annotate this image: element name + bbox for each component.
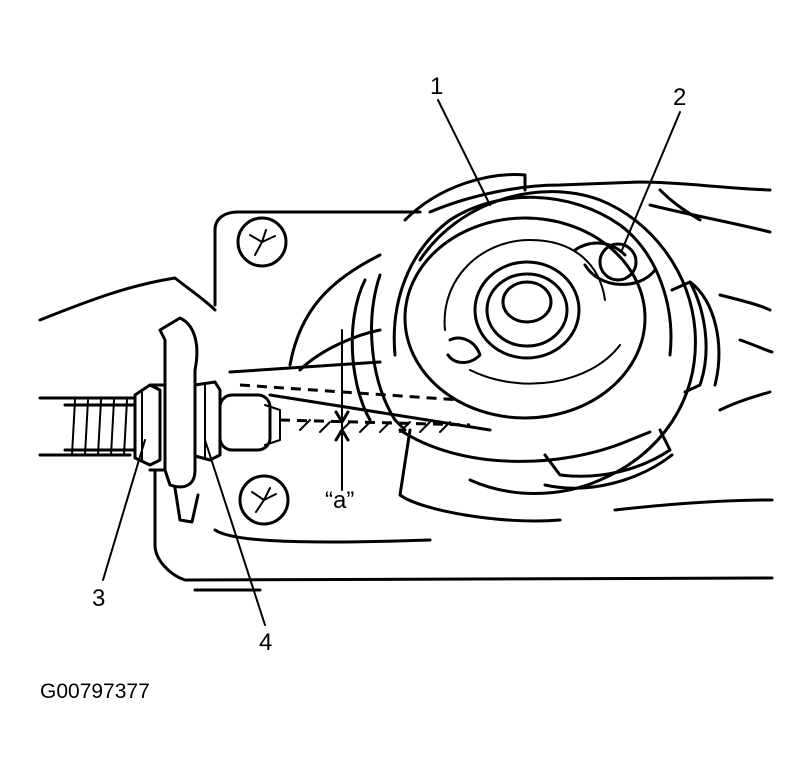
adjust-nut: [193, 380, 281, 462]
dimension-a-label: “a”: [325, 487, 354, 514]
lock-nut: [133, 383, 162, 467]
dimension-a-marker: [334, 329, 350, 491]
figure-code: G00797377: [40, 680, 150, 703]
label-2: 2: [673, 84, 686, 111]
label-1: 1: [430, 73, 443, 100]
upper-screw: [236, 216, 288, 268]
cable-assembly: [63, 360, 492, 456]
leader-lines: [102, 99, 681, 626]
label-4: 4: [259, 629, 272, 656]
label-3: 3: [92, 585, 105, 612]
spring-housing: [392, 173, 697, 495]
housing-outline: [38, 180, 774, 592]
lower-screw: [238, 474, 290, 526]
bracket: [148, 316, 200, 524]
